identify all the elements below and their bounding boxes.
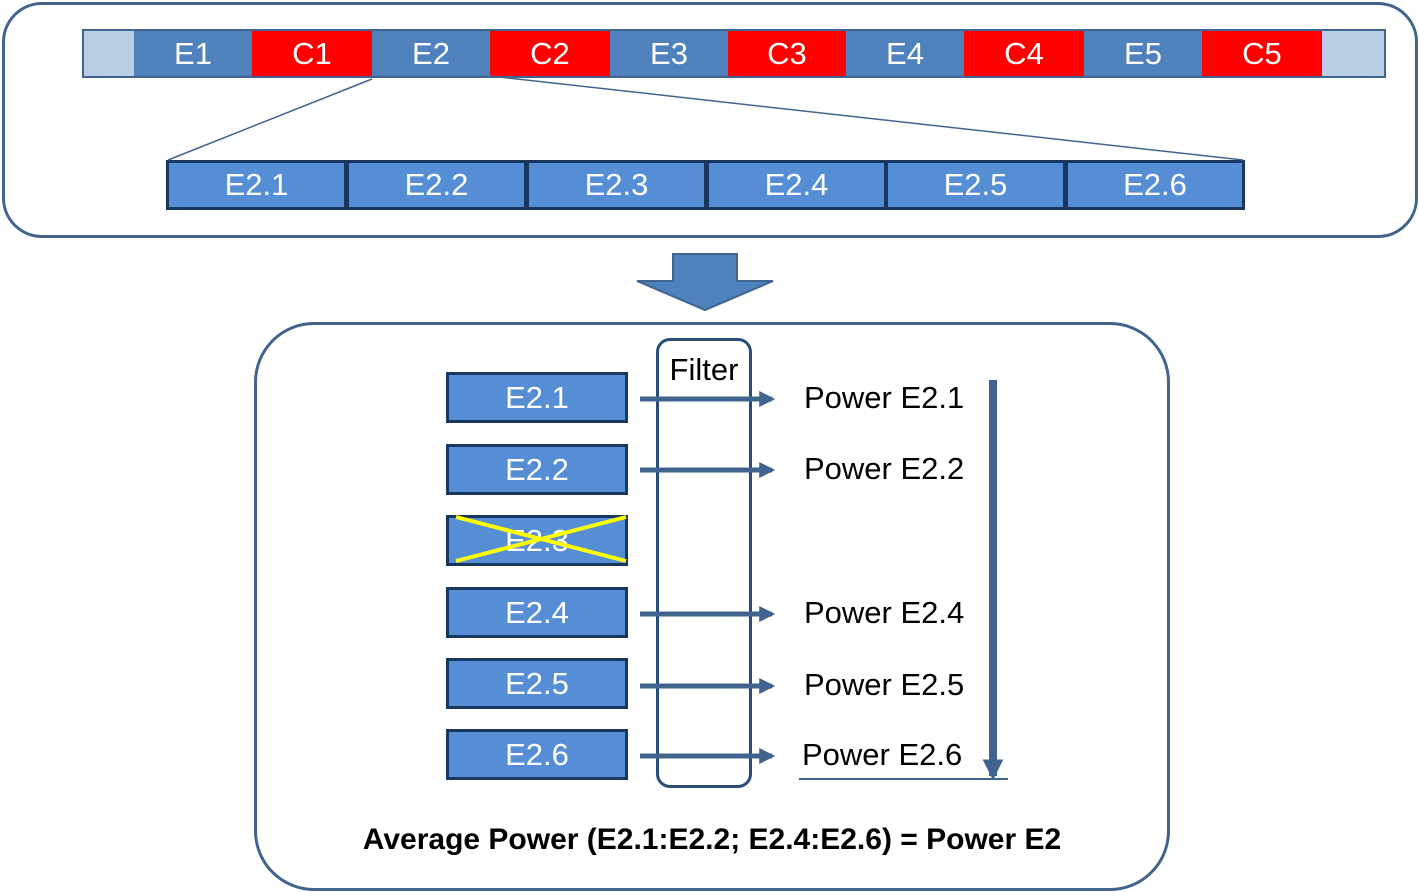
sub-epoch-e2-1: E2.1 [166, 160, 347, 210]
input-epoch-e2-2: E2.2 [446, 444, 628, 495]
input-epoch-e2-4: E2.4 [446, 587, 628, 638]
filtering-panel [254, 322, 1170, 891]
filter-label: Filter [669, 352, 739, 387]
input-epoch-label: E2.2 [505, 451, 569, 487]
input-epoch-e2-5: E2.5 [446, 658, 628, 709]
segment-e1: E1 [134, 31, 252, 76]
segment-label: E1 [174, 35, 212, 71]
zoom-line-right [489, 75, 1244, 161]
sub-epoch-label: E2.5 [943, 167, 1008, 202]
sub-epoch-label: E2.1 [224, 167, 289, 202]
input-epoch-label: E2.4 [505, 594, 569, 630]
power-label-e2-6: Power E2.6 [802, 737, 963, 772]
sub-epoch-e2-4: E2.4 [706, 160, 887, 210]
input-epoch-label: E2.6 [505, 736, 569, 772]
sub-epoch-label: E2.4 [764, 167, 829, 202]
segment-label: E4 [886, 35, 924, 71]
segment-c4: C4 [964, 31, 1084, 76]
input-epoch-e2-6: E2.6 [446, 729, 628, 780]
sub-epoch-label: E2.3 [584, 167, 649, 202]
segment-label: C5 [1242, 35, 1282, 71]
filter-column [656, 338, 752, 788]
segment-c3: C3 [728, 31, 846, 76]
segment-label: E2 [412, 35, 450, 71]
power-label-e2-5: Power E2.5 [804, 667, 965, 702]
bar-padding-right [1322, 31, 1384, 76]
segment-label: E3 [650, 35, 688, 71]
power-label-e2-2: Power E2.2 [804, 451, 965, 486]
segment-e5: E5 [1084, 31, 1202, 76]
zoom-line-left [167, 78, 373, 161]
segment-c1: C1 [252, 31, 372, 76]
input-epoch-label: E2.1 [505, 379, 569, 415]
segment-e3: E3 [610, 31, 728, 76]
segment-c5: C5 [1202, 31, 1322, 76]
sub-epoch-label: E2.6 [1123, 167, 1187, 202]
input-epoch-label: E2.5 [505, 665, 569, 701]
summary-formula: Average Power (E2.1:E2.2; E2.4:E2.6) = P… [362, 823, 1062, 856]
reject-cross-icon [455, 515, 627, 563]
bar-padding-left [84, 31, 134, 76]
sub-epoch-e2-2: E2.2 [346, 160, 527, 210]
power-label-e2-4: Power E2.4 [804, 595, 965, 630]
down-arrow-icon [636, 253, 774, 312]
power-label-e2-1: Power E2.1 [804, 380, 965, 415]
sub-epoch-e2-5: E2.5 [885, 160, 1066, 210]
input-epoch-e2-1: E2.1 [446, 372, 628, 423]
segment-c2: C2 [490, 31, 610, 76]
segment-label: C1 [292, 35, 332, 71]
segment-label: C3 [767, 35, 807, 71]
segment-label: C2 [530, 35, 570, 71]
segment-e4: E4 [846, 31, 964, 76]
segment-label: C4 [1004, 35, 1044, 71]
segment-label: E5 [1124, 35, 1162, 71]
sub-epoch-e2-6: E2.6 [1065, 160, 1245, 210]
sub-epoch-label: E2.2 [404, 167, 469, 202]
segment-e2: E2 [372, 31, 490, 76]
sub-epoch-e2-3: E2.3 [526, 160, 707, 210]
